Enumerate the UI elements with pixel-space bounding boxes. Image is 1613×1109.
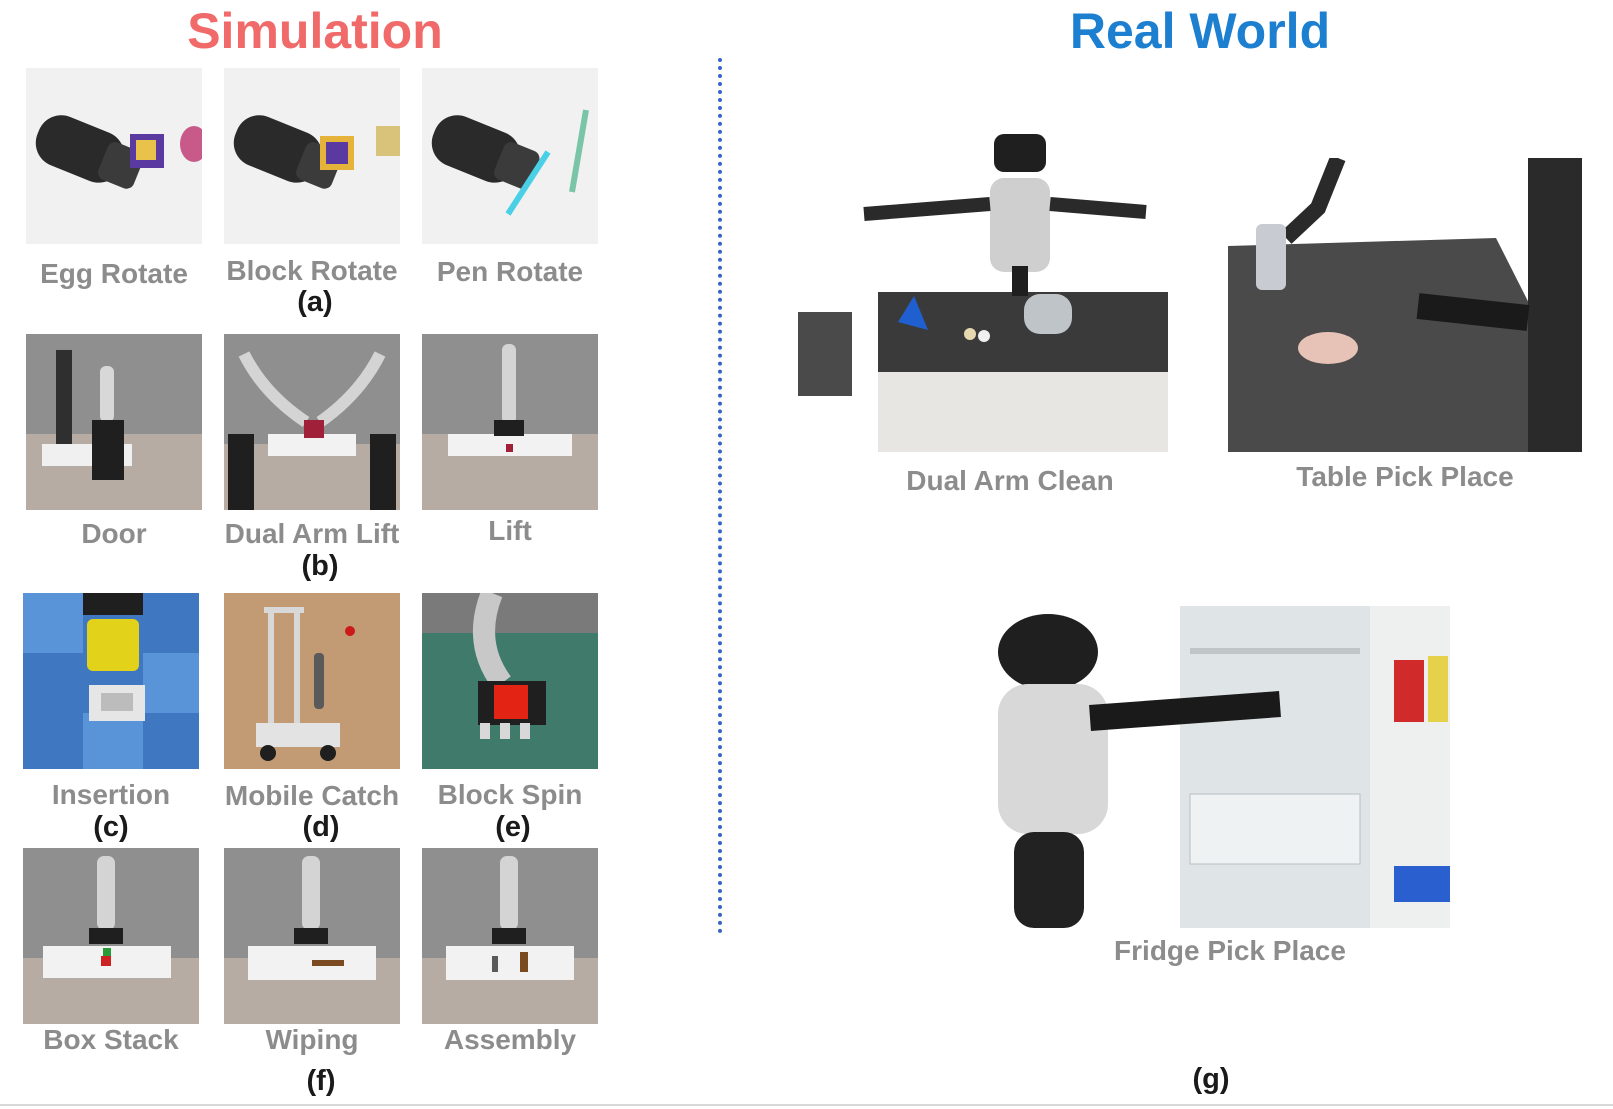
group-c-label: (c)	[93, 811, 129, 843]
insertion-image	[23, 593, 199, 769]
group-e-label: (e)	[495, 811, 531, 843]
group-a-label: (a)	[297, 286, 333, 318]
dual-arm-lift-image	[224, 334, 400, 510]
group-b-label: (b)	[301, 550, 339, 582]
bottom-rule	[0, 1104, 1613, 1106]
group-d-label: (d)	[302, 811, 340, 843]
pen-rotate-label: Pen Rotate	[436, 256, 584, 287]
assembly-image	[422, 848, 598, 1024]
egg-rotate-image	[26, 68, 202, 244]
section-divider	[718, 58, 722, 934]
assembly-label: Assembly	[443, 1024, 577, 1055]
block-rotate-image	[224, 68, 400, 244]
block-spin-image	[422, 593, 598, 769]
box-stack-label: Box Stack	[43, 1024, 179, 1055]
wiping-label: Wiping	[265, 1024, 359, 1055]
dual-arm-clean-image	[798, 134, 1173, 452]
fridge-pick-place-image	[990, 604, 1450, 930]
fridge-pick-place-label: Fridge Pick Place	[1114, 935, 1346, 966]
lift-image	[422, 334, 598, 510]
simulation-header: Simulation	[187, 3, 443, 59]
door-label: Door	[81, 518, 147, 549]
wiping-image	[224, 848, 400, 1024]
table-pick-place-label: Table Pick Place	[1296, 461, 1514, 492]
group-g-label: (g)	[1192, 1063, 1230, 1095]
real-world-header: Real World	[1069, 3, 1331, 59]
dual-arm-lift-label: Dual Arm Lift	[224, 518, 400, 549]
insertion-label: Insertion	[51, 779, 171, 810]
group-f-label: (f)	[306, 1065, 336, 1097]
dual-arm-clean-label: Dual Arm Clean	[906, 465, 1114, 496]
egg-rotate-label: Egg Rotate	[40, 258, 188, 289]
lift-label: Lift	[488, 515, 532, 546]
block-rotate-label: Block Rotate	[226, 255, 398, 286]
mobile-catch-image	[224, 593, 400, 769]
pen-rotate-image	[422, 68, 598, 244]
box-stack-image	[23, 848, 199, 1024]
door-image	[26, 334, 202, 510]
mobile-catch-label: Mobile Catch	[224, 780, 400, 811]
table-pick-place-image	[1228, 158, 1582, 452]
block-spin-label: Block Spin	[437, 779, 583, 810]
